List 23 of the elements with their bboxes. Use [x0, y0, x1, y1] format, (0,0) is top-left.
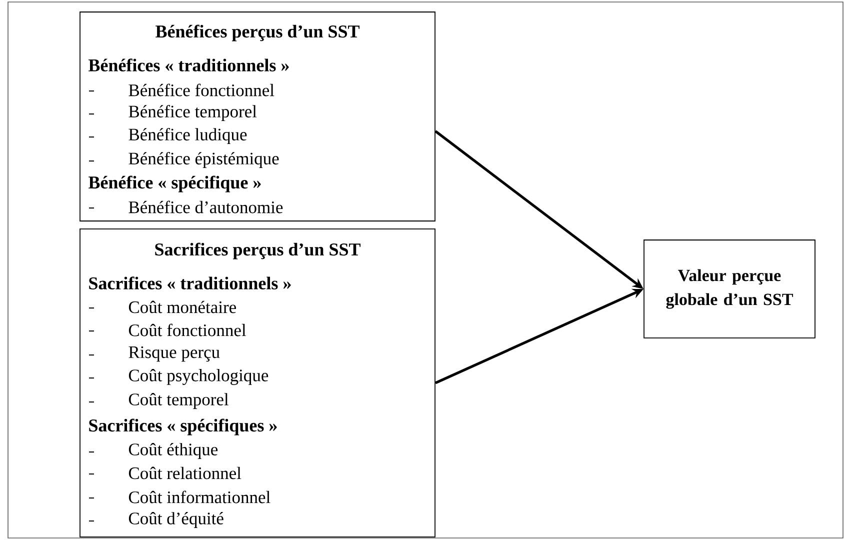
list-item: Coût d’équité	[128, 512, 224, 528]
list-item: Bénéfice fonctionnel	[128, 84, 274, 96]
list-box	[80, 228, 436, 538]
list-item: Bénéfice épistémique	[128, 152, 279, 168]
list-item: Coût monétaire	[128, 300, 236, 314]
list-item: Bénéfice temporel	[128, 104, 257, 122]
list-item: Coût fonctionnel	[128, 324, 246, 336]
list-item: Bénéfice d’autonomie	[128, 200, 283, 214]
list-item: Coût psychologique	[128, 369, 268, 385]
box-heading: Bénéfices perçus d’un SST	[156, 24, 360, 42]
list-item: Coût éthique	[128, 443, 218, 459]
group-heading: Bénéfices « traditionnels »	[88, 58, 289, 72]
box-heading: Sacrifices perçus d’un SST	[155, 242, 360, 260]
list-box	[80, 12, 436, 222]
group-heading: Sacrifices « spécifiques »	[89, 418, 277, 436]
list-item: Coût relationnel	[128, 466, 242, 480]
list-item: Coût temporel	[128, 393, 228, 409]
list-item: Bénéfice ludique	[128, 128, 247, 144]
group-heading: Bénéfice « spécifique »	[88, 176, 261, 192]
result-box: Valeur perçue globale d’un SST	[644, 240, 816, 338]
list-item: Risque perçu	[128, 346, 220, 362]
group-heading: Sacrifices « traditionnels »	[89, 276, 291, 290]
list-item: Coût informationnel	[128, 490, 270, 504]
